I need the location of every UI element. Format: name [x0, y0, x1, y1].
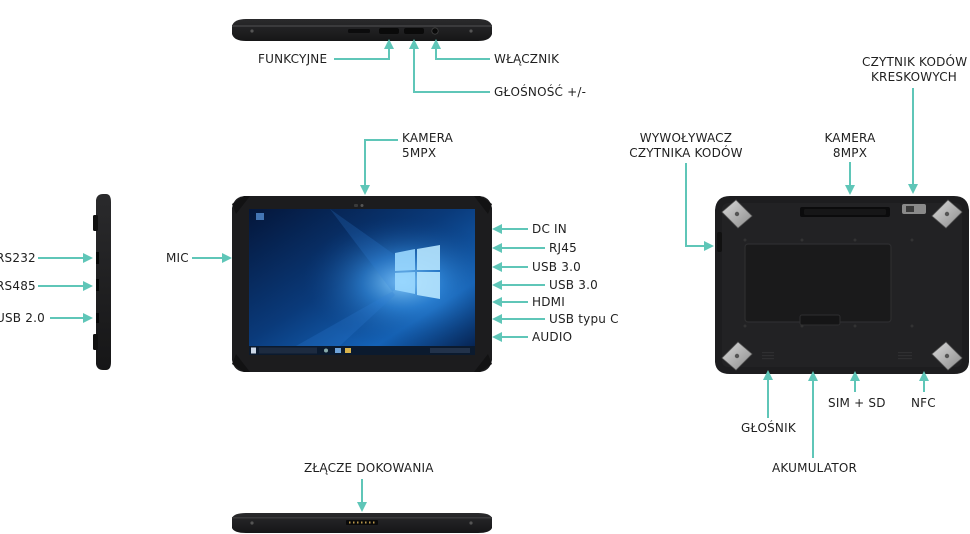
battery-cover — [745, 244, 891, 322]
label-kamera-back: KAMERA 8MPX — [815, 131, 885, 161]
callout-kamera-front — [365, 140, 398, 193]
label-nfc: NFC — [911, 396, 936, 411]
tablet-top-edge — [232, 19, 492, 41]
tablet-bottom-edge — [232, 513, 492, 533]
label-kamera-back-line1: KAMERA — [815, 131, 885, 146]
function-key — [379, 28, 399, 34]
label-rj45: RJ45 — [549, 241, 577, 256]
label-funkcyjne: FUNKCYJNE — [258, 52, 327, 67]
label-mic: MIC — [166, 251, 189, 266]
label-wlacznik: WŁĄCZNIK — [494, 52, 559, 67]
label-usb20: USB 2.0 — [0, 311, 45, 326]
label-usb30-b: USB 3.0 — [549, 278, 598, 293]
label-kamera-back-line2: 8MPX — [815, 146, 885, 161]
label-wywolywacz-line2: CZYTNIKA KODÓW — [626, 146, 746, 161]
volume-key — [404, 28, 424, 34]
label-akumulator: AKUMULATOR — [772, 461, 857, 476]
label-audio: AUDIO — [532, 330, 572, 345]
power-key — [432, 28, 438, 34]
label-sim-sd: SIM + SD — [828, 396, 886, 411]
callout-wywolywacz — [686, 163, 712, 246]
label-kamera-front: KAMERA 5MPX — [402, 131, 453, 161]
label-hdmi: HDMI — [532, 295, 565, 310]
sd-slot-top — [348, 29, 370, 33]
scan-trigger — [717, 232, 722, 252]
tablet-back — [715, 196, 969, 374]
callout-funkcyjne — [334, 41, 389, 59]
callout-wlacznik — [436, 41, 490, 59]
label-wywolywacz-line1: WYWOŁYWACZ — [626, 131, 746, 146]
label-dc-in: DC IN — [532, 222, 567, 237]
label-usbc: USB typu C — [549, 312, 619, 327]
label-zlacze: ZŁĄCZE DOKOWANIA — [304, 461, 434, 476]
callout-glosnosc — [414, 41, 490, 92]
label-czytnik-line1: CZYTNIK KODÓW — [862, 55, 966, 70]
label-kamera-front-line1: KAMERA — [402, 131, 453, 146]
taskbar-search — [259, 348, 317, 354]
front-camera-lens — [361, 204, 364, 207]
label-glosnik: GŁOŚNIK — [741, 421, 796, 436]
label-czytnik-line2: KRESKOWYCH — [862, 70, 966, 85]
tablet-left-edge — [93, 194, 111, 370]
label-kamera-front-line2: 5MPX — [402, 146, 453, 161]
label-rs232: RS232 — [0, 251, 36, 266]
tablet-front — [232, 196, 492, 372]
label-rs485: RS485 — [0, 279, 36, 294]
label-usb30-a: USB 3.0 — [532, 260, 581, 275]
label-glosnosc: GŁOŚNOŚĆ +/- — [494, 85, 586, 100]
label-czytnik: CZYTNIK KODÓW KRESKOWYCH — [862, 55, 966, 85]
label-wywolywacz: WYWOŁYWACZ CZYTNIKA KODÓW — [626, 131, 746, 161]
